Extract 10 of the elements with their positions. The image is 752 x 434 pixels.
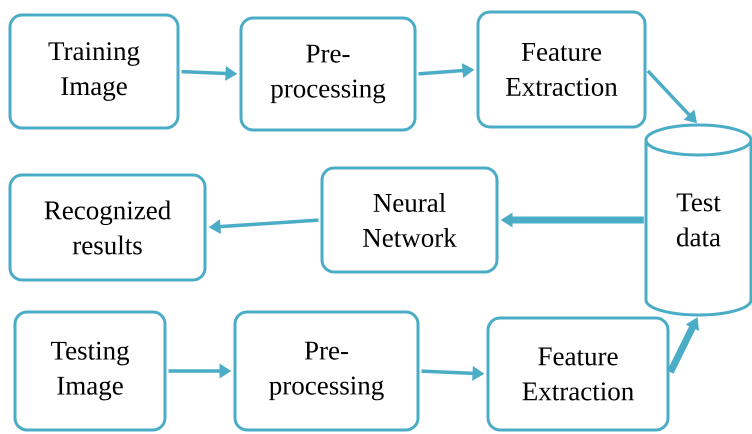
process-box: Pre-processing [240, 16, 416, 132]
node-label: Test data [676, 194, 721, 246]
database-cylinder: Test data [644, 124, 752, 316]
process-box: Neural Network [320, 166, 498, 274]
process-box: Training Image [8, 14, 180, 130]
process-box: Testing Image [14, 310, 166, 432]
process-box: Pre-processing [234, 310, 420, 432]
process-box: Feature Extraction [476, 10, 646, 128]
process-box: Recognized results [8, 174, 206, 282]
process-box: Feature Extraction [486, 316, 670, 432]
